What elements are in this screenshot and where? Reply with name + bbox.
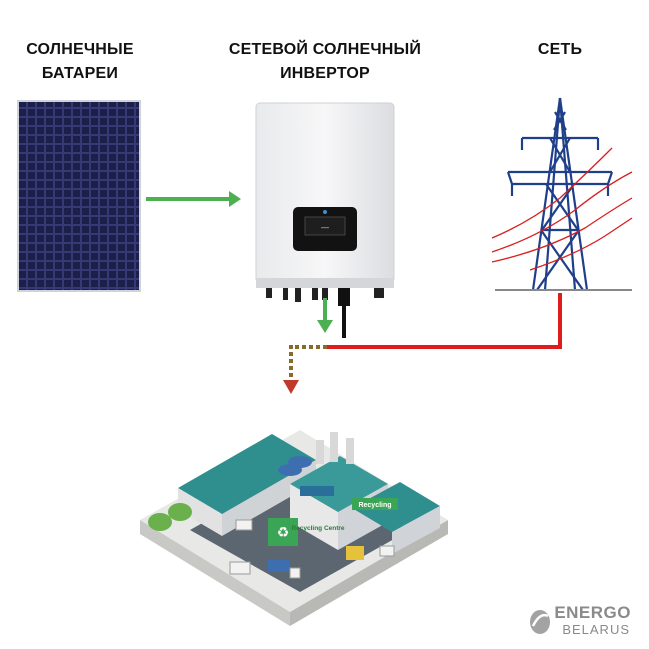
solar-panel-icon (17, 100, 141, 292)
svg-text:♻: ♻ (277, 524, 290, 540)
energo-logo-icon (530, 610, 550, 634)
watermark: ENERGO BELARUS (554, 604, 631, 636)
recycling-sign: Recycling (352, 498, 398, 510)
solar-panels-label: СОЛНЕЧНЫЕ БАТАРЕИ (26, 41, 134, 82)
factory-icon: ♻ Recycling Centre Recycling (140, 430, 448, 626)
inverter-icon: — (255, 102, 395, 338)
inverter-screen: — (321, 223, 329, 232)
solar-flow-arrow (146, 191, 241, 207)
recycling-centre-sign: ♻ Recycling Centre (268, 518, 345, 546)
mixed-flow-arrow (283, 345, 327, 394)
grid-label: СЕТЬ (537, 41, 583, 58)
watermark-line2: BELARUS (562, 622, 631, 637)
inverter-output-arrow (317, 298, 333, 333)
recycling-text: Recycling (358, 502, 391, 509)
watermark-line1: ENERGO (554, 603, 631, 622)
power-tower-icon (506, 97, 614, 291)
grid-flow-line (325, 293, 562, 349)
power-lines (491, 147, 633, 271)
recycling-centre-text: Recycling Centre (291, 525, 344, 532)
inverter-label: СЕТЕВОЙ СОЛНЕЧНЫЙ ИНВЕРТОР (228, 41, 422, 82)
